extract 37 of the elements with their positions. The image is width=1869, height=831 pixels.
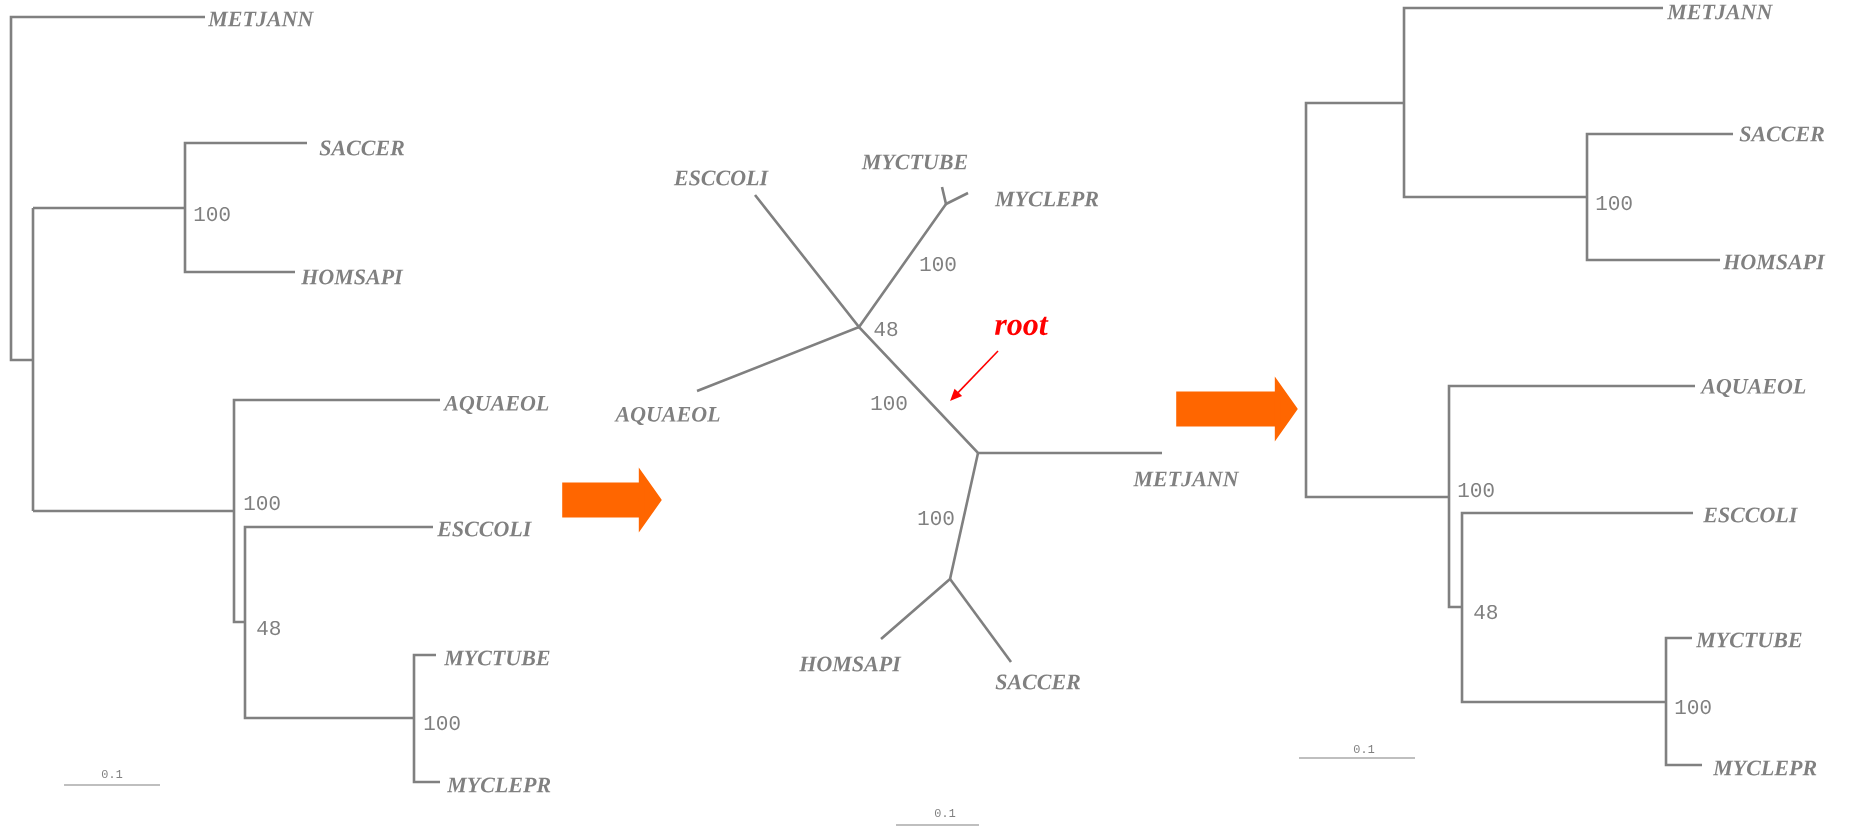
- taxon-label: AQUAEOL: [614, 406, 720, 426]
- bootstrap-value: 100: [920, 256, 956, 272]
- scale-label: 0.1: [101, 769, 123, 779]
- taxon-label: MYCLEPR: [994, 191, 1099, 207]
- taxon-label: AQUAEOL: [443, 395, 549, 415]
- bootstrap-value: 100: [424, 715, 460, 731]
- taxon-label: SACCER: [995, 674, 1080, 690]
- taxon-label: METJANN: [1133, 471, 1240, 487]
- scale-label: 0.1: [1353, 744, 1375, 754]
- taxon-label: HOMSAPI: [301, 269, 404, 285]
- taxon-label: SACCER: [1739, 126, 1824, 142]
- taxon-label: AQUAEOL: [1700, 378, 1806, 398]
- taxon-label: MYCTUBE: [861, 154, 968, 170]
- taxon-label: MYCLEPR: [446, 777, 551, 793]
- root-label: root: [995, 316, 1049, 336]
- bootstrap-value: 100: [871, 395, 907, 411]
- taxon-label: HOMSAPI: [1723, 254, 1826, 270]
- bootstrap-value: 100: [244, 495, 280, 511]
- bootstrap-value: 100: [1596, 195, 1632, 211]
- bootstrap-value: 48: [874, 321, 898, 337]
- taxon-label: MYCLEPR: [1712, 760, 1817, 776]
- taxon-label: METJANN: [1666, 4, 1773, 20]
- taxon-label: ESCCOLI: [437, 521, 532, 537]
- bootstrap-value: 100: [194, 206, 230, 222]
- taxon-label: MYCTUBE: [1695, 632, 1802, 648]
- bootstrap-value: 48: [257, 620, 280, 636]
- bootstrap-value: 100: [918, 510, 954, 526]
- bootstrap-value: 48: [1474, 604, 1498, 620]
- bootstrap-value: 100: [1675, 699, 1711, 715]
- taxon-label: METJANN: [207, 11, 314, 27]
- scale-label: 0.1: [934, 808, 956, 818]
- taxon-label: ESCCOLI: [1703, 507, 1798, 523]
- taxon-label: ESCCOLI: [673, 170, 769, 186]
- taxon-label: MYCTUBE: [443, 650, 550, 666]
- taxon-label: SACCER: [319, 140, 404, 156]
- taxon-label: HOMSAPI: [799, 656, 902, 672]
- bootstrap-value: 100: [1458, 482, 1494, 498]
